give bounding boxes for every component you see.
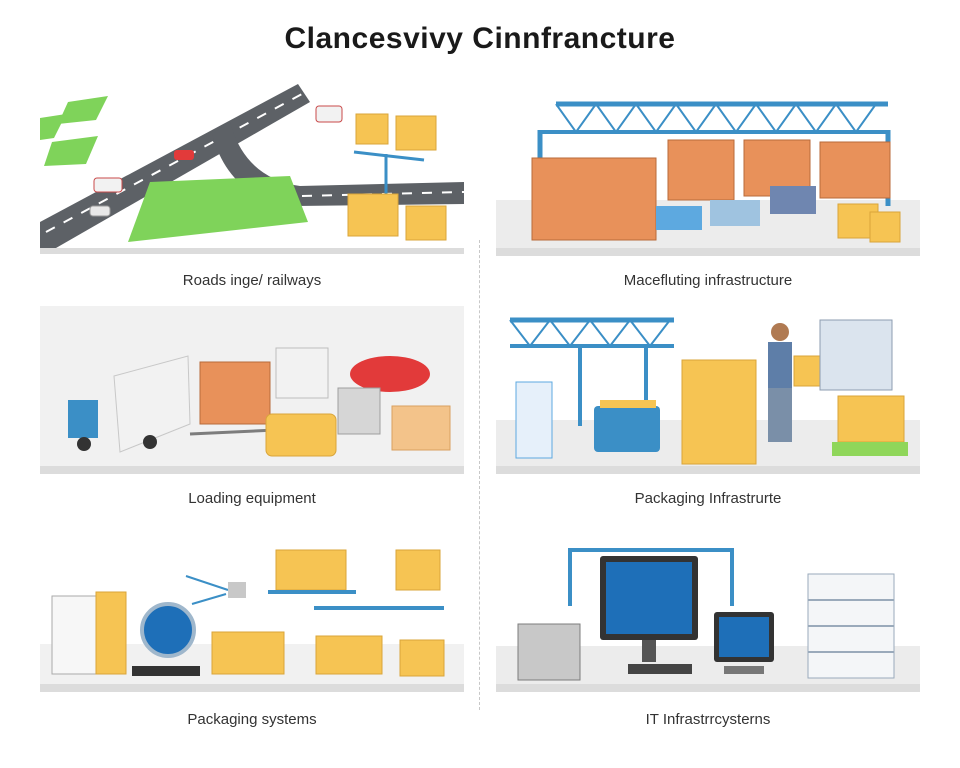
red-car (174, 150, 194, 160)
vehicle-canopy (600, 400, 656, 408)
road-lane-marking (45, 93, 303, 233)
loading-equipment-illustration (40, 306, 464, 474)
caption-packaging-systems: Packaging systems (187, 711, 317, 728)
cargo-box (405, 205, 447, 241)
floor-strip (40, 684, 464, 692)
worker-legs (768, 388, 792, 442)
delivery-van (315, 105, 343, 123)
packing-machine (819, 319, 893, 391)
yellow-forklift (265, 413, 337, 457)
small-vehicle (89, 205, 111, 217)
white-container (275, 347, 329, 399)
center-divider (479, 240, 480, 710)
floor-strip (496, 248, 920, 256)
panel-it-infrastructure (496, 540, 920, 704)
box-column (95, 591, 127, 675)
monitor-stand (642, 640, 656, 662)
diagram-title: Clancesvivy Cinnfrancture (284, 22, 676, 55)
truck-wheel (143, 435, 157, 449)
cargo-box (399, 639, 445, 677)
caption-it-infrastructure: IT Infrastrrcysterns (645, 711, 771, 728)
packaging-infrastructure-illustration (496, 317, 920, 474)
cargo-box (315, 635, 383, 675)
floor-strip (40, 248, 464, 254)
conveyor-rack (710, 200, 760, 226)
panel-loading-equipment (40, 306, 464, 474)
control-cabinet (51, 595, 97, 675)
truss-lattice (509, 318, 671, 348)
floor-strip (40, 466, 464, 474)
crate-on-cart (199, 361, 271, 425)
wooden-pallets (391, 405, 451, 451)
caption-roads-railways: Roads inge/ railways (182, 272, 322, 289)
truss-lattice (555, 102, 877, 134)
truck-cab (68, 400, 98, 438)
cargo-box (355, 113, 389, 145)
white-truck (93, 177, 123, 193)
cargo-box (395, 549, 441, 591)
grass-field (128, 176, 308, 242)
cable-frame (568, 548, 734, 606)
box-stack (681, 359, 757, 465)
grass-patch (44, 136, 98, 166)
roads-railways-illustration (40, 84, 464, 254)
cargo-box (211, 631, 285, 675)
signal-line (191, 593, 227, 605)
parts-bin (770, 186, 816, 214)
panel-manufacturing (496, 96, 920, 260)
cargo-box (869, 211, 901, 243)
crate-stack (531, 157, 657, 241)
pallet-box (837, 395, 905, 443)
manufacturing-illustration (496, 101, 920, 256)
second-monitor-base (724, 666, 764, 674)
crate-stack (819, 141, 891, 199)
grass-patch (58, 96, 108, 124)
blue-vehicle (594, 406, 660, 452)
worker-body (768, 342, 792, 388)
monitor-screen (606, 562, 692, 634)
crane-jib (353, 150, 425, 162)
red-car (350, 356, 430, 392)
cargo-box (347, 193, 399, 237)
floor-strip (496, 684, 920, 692)
connector (228, 582, 246, 598)
keyboard (628, 664, 692, 674)
panel-packaging-infrastructure (496, 316, 920, 480)
caption-manufacturing: Macefluting infrastructure (623, 272, 793, 289)
machine-unit (337, 387, 381, 435)
server-unit (517, 623, 581, 681)
globe-scanner (140, 602, 196, 658)
packaging-systems-illustration (40, 549, 464, 692)
panel-roads-railways (40, 82, 464, 254)
blue-machine (656, 206, 702, 230)
grass-patch (40, 114, 66, 140)
crate-stack (667, 139, 735, 201)
signal-line (185, 575, 229, 591)
green-pallet (832, 442, 908, 456)
hand-cart (189, 428, 277, 436)
floor-strip (496, 466, 920, 474)
shelf-rack (515, 381, 553, 459)
cargo-box (395, 115, 437, 151)
worker-head (771, 323, 789, 341)
cargo-box (275, 549, 347, 591)
it-infrastructure-illustration (496, 548, 920, 692)
second-monitor-screen (719, 617, 769, 657)
keyboard (132, 666, 200, 676)
truck-trailer (113, 355, 191, 453)
panel-packaging-systems (40, 540, 464, 704)
caption-loading-equipment: Loading equipment (188, 490, 316, 507)
caption-packaging-infrastructure: Packaging Infrastrurte (634, 490, 782, 507)
truck-wheel (77, 437, 91, 451)
